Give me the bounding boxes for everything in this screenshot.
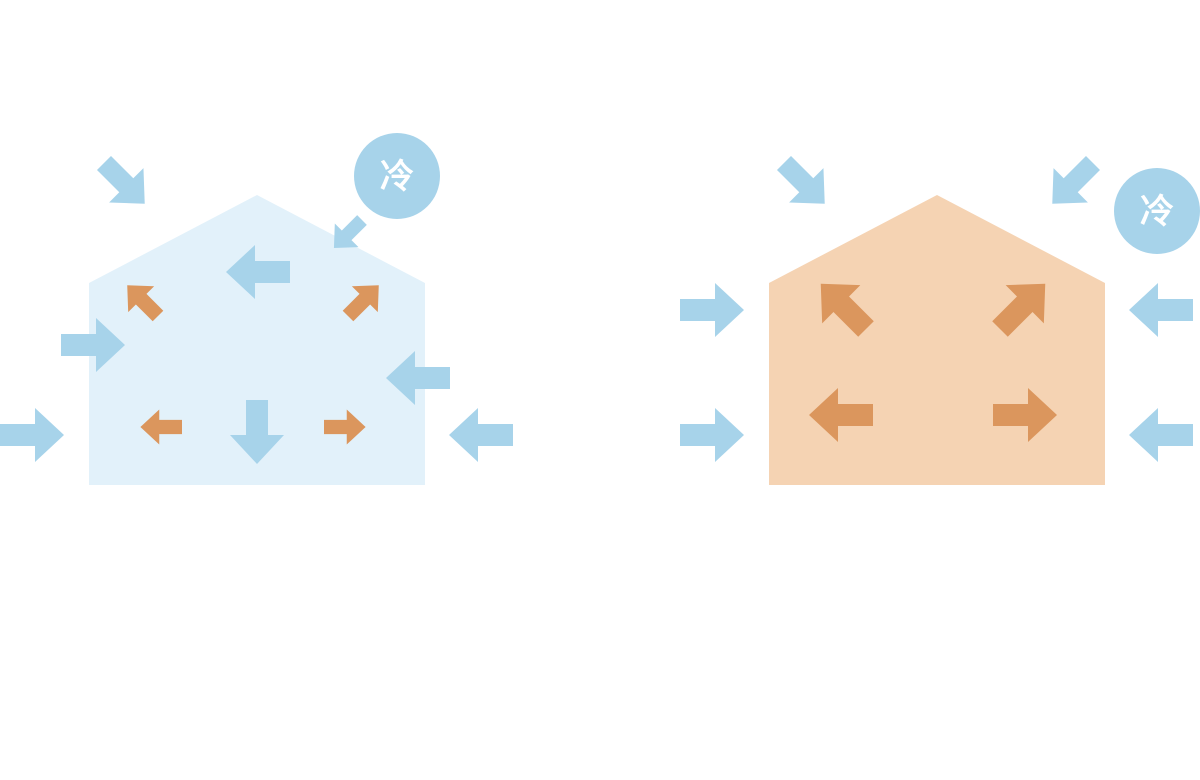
cold-air-arrow-icon [680,283,744,337]
left-house-shape [89,195,425,485]
right-house-group: 冷 [680,145,1200,485]
left-cold-badge: 冷 [354,133,440,219]
right-cold-badge-label: 冷 [1140,192,1174,232]
cold-air-arrow-icon [766,145,842,221]
cold-air-arrow-icon [680,408,744,462]
left-house-group: 冷 [0,133,513,485]
cold-air-arrow-icon [0,408,64,462]
right-cold-badge: 冷 [1114,168,1200,254]
cold-air-arrow-icon [1129,283,1193,337]
cold-air-arrow-icon [449,408,513,462]
cold-air-arrow-icon [1035,145,1111,221]
cold-air-arrow-icon [1129,408,1193,462]
left-cold-badge-label: 冷 [380,157,414,197]
right-house-shape [769,195,1105,485]
right-cold-badge-circle [1114,168,1200,254]
left-cold-badge-circle [354,133,440,219]
cold-air-arrow-icon [86,145,162,221]
